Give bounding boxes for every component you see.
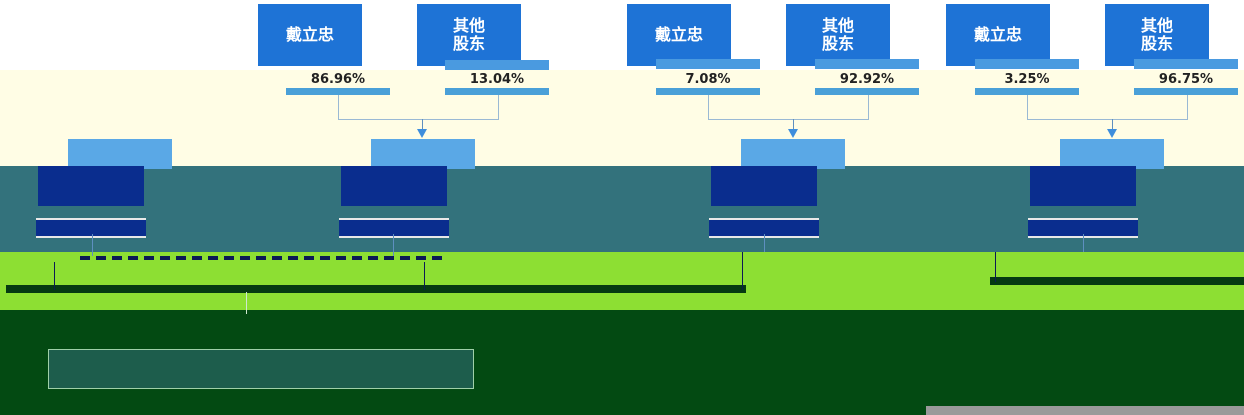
share-percentage: 13.04%	[469, 72, 525, 87]
share-percentage: 7.08%	[685, 72, 731, 87]
down-arrow-icon	[788, 129, 798, 138]
shareholder-name-line: 其他	[452, 16, 485, 35]
connector-line	[54, 262, 55, 290]
percentage-bar	[656, 88, 760, 95]
ownership-connector	[338, 95, 499, 120]
connector-line	[92, 234, 93, 256]
percentage-bar	[975, 88, 1079, 95]
share-percentage: 3.25%	[1004, 72, 1050, 87]
shareholder-box[interactable]: 戴立忠	[627, 4, 731, 66]
share-percentage: 96.75%	[1158, 72, 1214, 87]
link-label	[820, 176, 1030, 194]
connector-line	[393, 234, 394, 256]
shareholder-name-line: 其他	[821, 16, 854, 35]
ownership-connector	[708, 95, 869, 120]
company-node-header	[1060, 139, 1164, 169]
down-arrow-icon	[417, 129, 427, 138]
company-node-header	[68, 139, 172, 169]
shareholder-tab	[656, 59, 760, 69]
connector-line	[793, 119, 794, 131]
percentage-bar	[286, 88, 390, 95]
shareholder-tab	[1134, 59, 1238, 69]
down-arrow-icon	[1107, 129, 1117, 138]
percentage-bar	[445, 88, 549, 95]
divider-line	[990, 277, 1244, 285]
ownership-connector	[1027, 95, 1188, 120]
company-node-footer	[339, 218, 449, 238]
share-percentage: 92.92%	[839, 72, 895, 87]
shareholder-box[interactable]: 其他 股东	[1105, 4, 1209, 66]
shareholder-box[interactable]: 其他 股东	[786, 4, 890, 66]
shareholder-box[interactable]: 其他 股东	[417, 4, 521, 66]
shareholder-name-line: 其他	[1140, 16, 1173, 35]
company-node-header	[371, 139, 475, 169]
divider-line	[6, 285, 746, 293]
company-node-footer	[36, 218, 146, 238]
shareholder-box[interactable]: 戴立忠	[946, 4, 1050, 66]
company-node[interactable]	[38, 166, 144, 206]
connector-line	[764, 234, 765, 252]
shareholder-name: 戴立忠	[973, 25, 1022, 44]
connector-line	[742, 252, 743, 290]
percentage-bar	[1134, 88, 1238, 95]
shareholder-tab	[815, 59, 919, 69]
connector-line	[1112, 119, 1113, 131]
company-node[interactable]	[341, 166, 447, 206]
company-node[interactable]	[711, 166, 817, 206]
company-node[interactable]	[1030, 166, 1136, 206]
shareholder-box[interactable]: 戴立忠	[258, 4, 362, 66]
shareholder-name-line: 股东	[452, 34, 485, 53]
background-band-cream	[0, 70, 1244, 166]
percentage-bar	[815, 88, 919, 95]
connector-line	[422, 119, 423, 131]
shareholder-name: 戴立忠	[285, 25, 334, 44]
share-percentage: 86.96%	[310, 72, 366, 87]
connector-line	[424, 262, 425, 290]
controlling-entity-box[interactable]	[48, 349, 474, 389]
shareholder-tab	[445, 60, 549, 70]
company-node-header	[741, 139, 845, 169]
shareholder-tab	[975, 59, 1079, 69]
connector-line	[995, 252, 996, 282]
connector-line	[1083, 234, 1084, 252]
shareholder-name-line: 股东	[1140, 34, 1173, 53]
shareholder-name-line: 股东	[821, 34, 854, 53]
scrollbar[interactable]	[926, 406, 1244, 415]
connector-line	[246, 292, 247, 314]
dashed-connector	[80, 256, 446, 260]
shareholder-name: 戴立忠	[654, 25, 703, 44]
